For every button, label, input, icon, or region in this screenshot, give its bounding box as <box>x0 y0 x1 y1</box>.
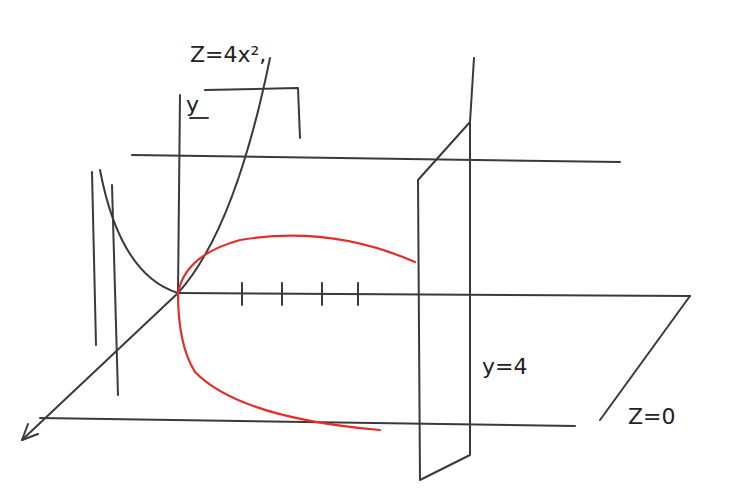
parabola <box>100 58 270 293</box>
surface-line <box>132 155 620 162</box>
boundary-curve <box>178 236 415 430</box>
plane <box>40 296 690 426</box>
plane <box>418 122 470 480</box>
vertical-axis <box>178 95 180 293</box>
plane-label: Z=0 <box>628 404 676 429</box>
underline <box>190 117 208 119</box>
axis-label: y <box>186 92 199 117</box>
plane-label: y=4 <box>482 354 527 379</box>
arrow-head <box>22 424 38 440</box>
equation-label: Z=4x², <box>190 42 266 67</box>
horizontal-axis <box>178 293 690 296</box>
surface-line <box>112 185 118 395</box>
plane-edge <box>470 58 474 122</box>
bracket <box>205 88 300 138</box>
surface-line <box>92 172 96 345</box>
tick-marks <box>242 283 358 305</box>
